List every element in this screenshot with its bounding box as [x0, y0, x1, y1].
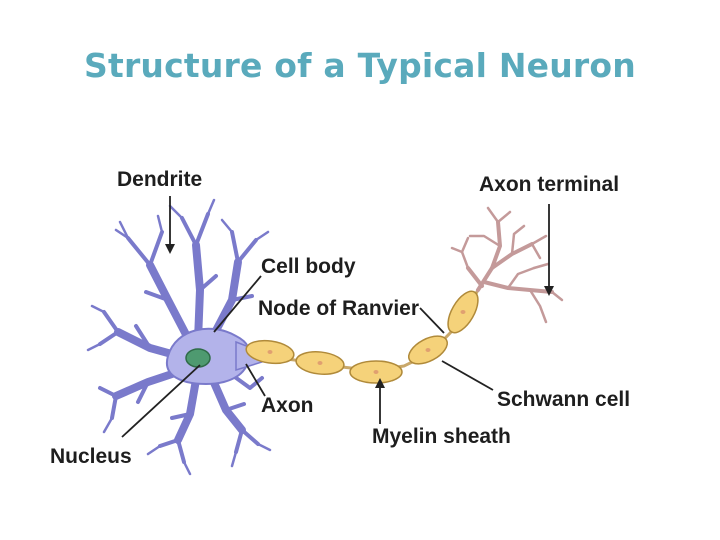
pointer-arrowheads	[165, 244, 554, 388]
schwann-cell	[447, 290, 479, 334]
label-axon-terminal: Axon terminal	[479, 173, 619, 196]
label-dendrite: Dendrite	[117, 168, 202, 191]
label-nucleus: Nucleus	[50, 445, 132, 468]
dendrite-branches	[86, 198, 272, 476]
label-axon: Axon	[261, 394, 314, 417]
myelin-sheath	[245, 290, 479, 384]
label-node-of-ranvier: Node of Ranvier	[258, 297, 419, 320]
nucleus	[185, 348, 211, 368]
label-schwann-cell: Schwann cell	[497, 388, 630, 411]
schwann-cell	[295, 351, 345, 375]
schwann-cell	[408, 335, 448, 365]
page-title: Structure of a Typical Neuron	[84, 46, 636, 85]
label-myelin-sheath: Myelin sheath	[372, 425, 511, 448]
schwann-cell	[245, 339, 295, 365]
axon-terminal-branches	[450, 206, 564, 324]
label-cell-body: Cell body	[261, 255, 356, 278]
pointer-lines	[121, 196, 550, 438]
schwann-cell	[349, 360, 403, 384]
